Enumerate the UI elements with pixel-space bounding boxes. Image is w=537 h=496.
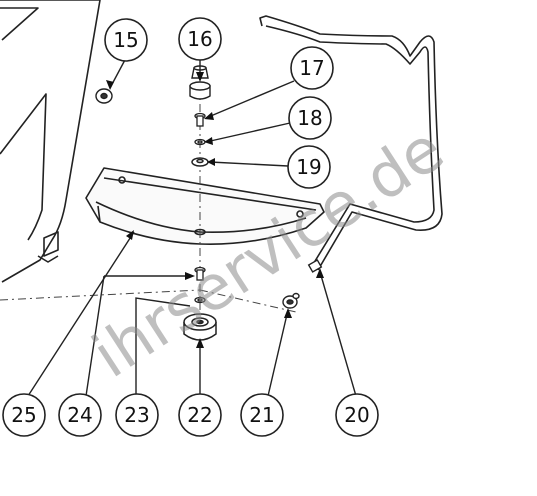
housing-panel xyxy=(0,0,101,283)
part-18-washer xyxy=(194,138,206,146)
bent-rod xyxy=(259,15,443,271)
callout-19: 19 xyxy=(287,145,331,189)
part-21-clip xyxy=(282,292,300,309)
part-17-screw xyxy=(194,112,206,127)
arrowheads xyxy=(106,72,324,348)
callout-21: 21 xyxy=(240,393,284,437)
leader-lines xyxy=(27,57,357,397)
part-20-pin xyxy=(307,259,323,273)
callout-22: 22 xyxy=(178,393,222,437)
callout-24: 24 xyxy=(58,393,102,437)
part-24-screw xyxy=(194,266,206,281)
callout-17-label: 17 xyxy=(299,56,324,80)
part-16-knob xyxy=(189,65,211,100)
callout-21-label: 21 xyxy=(249,403,274,427)
watermark-text: ihrservice.de xyxy=(80,112,456,392)
part-15-grommet xyxy=(95,88,113,104)
callout-23-label: 23 xyxy=(124,403,149,427)
callout-18-label: 18 xyxy=(297,106,322,130)
callout-20: 20 xyxy=(335,393,379,437)
callout-17: 17 xyxy=(290,46,334,90)
callout-22-label: 22 xyxy=(187,403,212,427)
callout-15-label: 15 xyxy=(113,28,138,52)
callout-24-label: 24 xyxy=(67,403,92,427)
part-23-bracket xyxy=(135,297,191,398)
part-23-washer xyxy=(194,296,206,304)
callout-16-label: 16 xyxy=(187,27,212,51)
callout-19-label: 19 xyxy=(296,155,321,179)
callout-20-label: 20 xyxy=(344,403,369,427)
callout-25: 25 xyxy=(2,393,46,437)
callout-25-label: 25 xyxy=(11,403,36,427)
callout-18: 18 xyxy=(288,96,332,140)
part-19-ring xyxy=(191,157,209,167)
part-25-tray xyxy=(85,167,325,245)
callout-23: 23 xyxy=(115,393,159,437)
assembly-lines xyxy=(0,86,297,330)
part-22-roller xyxy=(183,313,217,341)
callout-16: 16 xyxy=(178,17,222,61)
callout-15: 15 xyxy=(104,18,148,62)
